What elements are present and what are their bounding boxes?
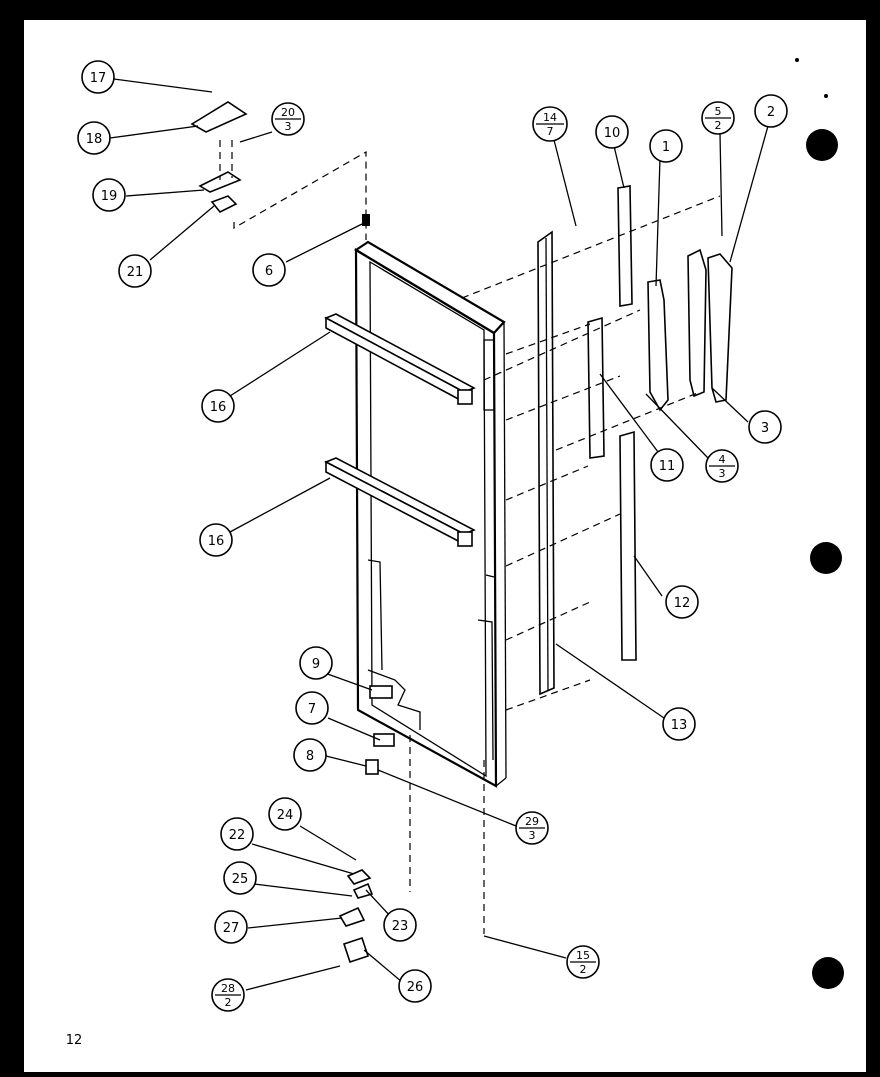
svg-text:24: 24 <box>277 808 294 823</box>
callout-5-2: 52 <box>701 101 735 135</box>
callout-2: 2 <box>754 94 788 128</box>
svg-text:6: 6 <box>265 264 273 279</box>
svg-text:15: 15 <box>576 949 590 962</box>
svg-text:20: 20 <box>281 106 295 119</box>
svg-text:18: 18 <box>86 132 103 147</box>
svg-text:17: 17 <box>90 71 107 86</box>
callout-8: 8 <box>293 738 327 772</box>
svg-text:25: 25 <box>232 872 249 887</box>
callout-22: 22 <box>220 817 254 851</box>
svg-text:2: 2 <box>580 963 587 976</box>
svg-text:2: 2 <box>715 119 722 132</box>
svg-text:10: 10 <box>604 126 621 141</box>
callout-21: 21 <box>118 254 152 288</box>
callout-3: 3 <box>748 410 782 444</box>
svg-text:28: 28 <box>221 982 235 995</box>
registration-mark <box>812 957 844 989</box>
callout-26: 26 <box>398 969 432 1003</box>
svg-text:3: 3 <box>719 467 726 480</box>
callout-4-3: 43 <box>705 449 739 483</box>
svg-text:26: 26 <box>407 980 424 995</box>
callout-6: 6 <box>252 253 286 287</box>
callout-15-2: 152 <box>566 945 600 979</box>
callout-11: 11 <box>650 448 684 482</box>
callout-16-lower: 16 <box>199 523 233 557</box>
svg-text:7: 7 <box>308 702 316 717</box>
door-stile <box>537 230 555 696</box>
top-hinge-assembly <box>190 101 370 240</box>
callout-23: 23 <box>383 908 417 942</box>
callout-25: 25 <box>223 861 257 895</box>
svg-text:16: 16 <box>210 400 227 415</box>
door-panel <box>353 240 507 788</box>
svg-text:11: 11 <box>659 459 676 474</box>
callout-9: 9 <box>299 646 333 680</box>
svg-text:27: 27 <box>223 921 240 936</box>
callout-27: 27 <box>214 910 248 944</box>
svg-text:8: 8 <box>306 749 314 764</box>
callout-24: 24 <box>268 797 302 831</box>
leader-lines <box>109 78 769 991</box>
bottom-hinge-assembly <box>338 685 395 964</box>
svg-text:3: 3 <box>285 120 292 133</box>
callout-28-2: 282 <box>211 978 245 1012</box>
callout-16-upper: 16 <box>201 389 235 423</box>
callout-17: 17 <box>81 60 115 94</box>
svg-text:3: 3 <box>761 421 769 436</box>
svg-text:7: 7 <box>547 125 554 138</box>
callout-20-3: 203 <box>271 102 305 136</box>
svg-text:2: 2 <box>225 996 232 1009</box>
registration-mark <box>810 542 842 574</box>
svg-text:29: 29 <box>525 815 539 828</box>
svg-text:14: 14 <box>543 111 557 124</box>
callout-7: 7 <box>295 691 329 725</box>
shelf-rail-upper <box>324 313 476 405</box>
svg-text:5: 5 <box>715 105 722 118</box>
diagram-sheet <box>24 20 866 1072</box>
svg-text:16: 16 <box>208 534 225 549</box>
shelf-rail-lower <box>324 457 476 547</box>
page-number: 12 <box>66 1033 83 1048</box>
svg-text:12: 12 <box>674 596 691 611</box>
trim-pieces <box>587 185 733 661</box>
callout-1: 1 <box>649 129 683 163</box>
svg-text:2: 2 <box>767 105 775 120</box>
svg-text:4: 4 <box>719 453 726 466</box>
callout-19: 19 <box>92 178 126 212</box>
callout-18: 18 <box>77 121 111 155</box>
callout-10: 10 <box>595 115 629 149</box>
callout-13: 13 <box>662 707 696 741</box>
svg-text:23: 23 <box>392 919 409 934</box>
svg-text:22: 22 <box>229 828 246 843</box>
callout-29-3: 293 <box>515 811 549 845</box>
callout-12: 12 <box>665 585 699 619</box>
assembly-lines <box>409 195 721 934</box>
registration-mark <box>806 129 838 161</box>
svg-text:1: 1 <box>662 140 670 155</box>
svg-text:13: 13 <box>671 718 688 733</box>
svg-text:21: 21 <box>127 265 144 280</box>
svg-text:9: 9 <box>312 657 320 672</box>
svg-text:19: 19 <box>101 189 118 204</box>
svg-text:3: 3 <box>529 829 536 842</box>
callout-14-7: 147 <box>532 106 568 142</box>
